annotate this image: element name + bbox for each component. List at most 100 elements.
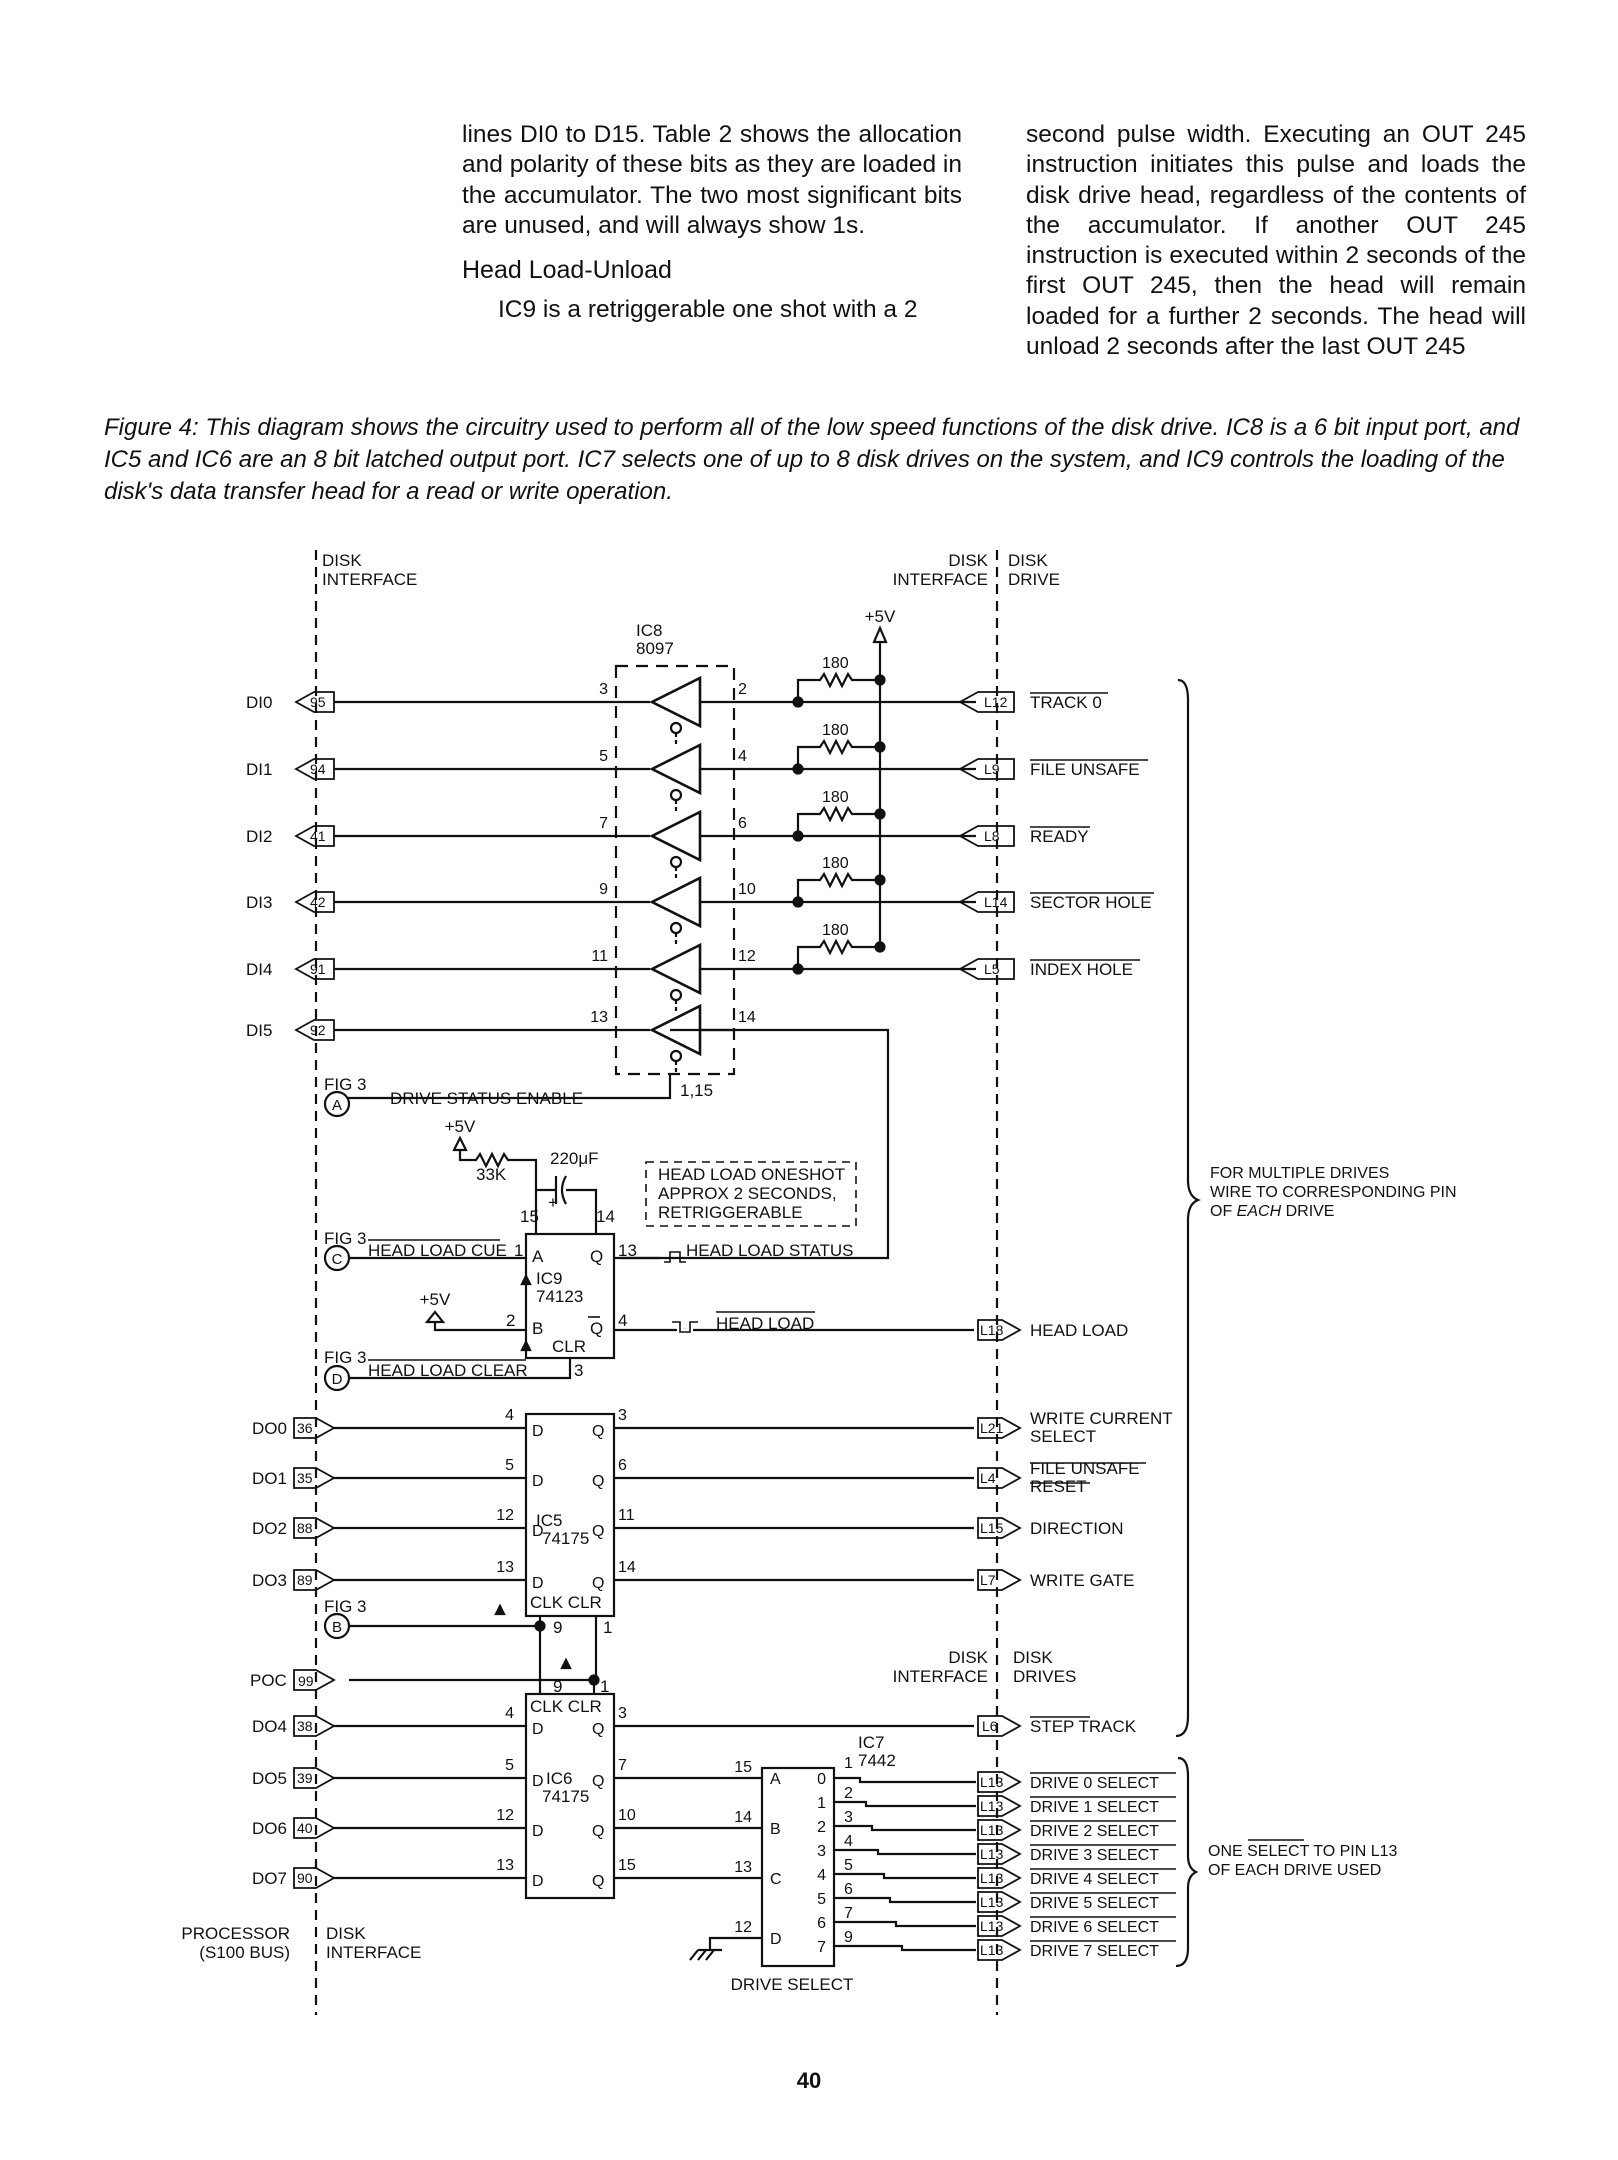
latch-d: D — [532, 1823, 544, 1840]
drive-pin: L12 — [984, 694, 1008, 710]
drive-connector — [958, 758, 1015, 780]
signal-wire — [834, 1872, 976, 1880]
drive-pin: L13 — [980, 1870, 1004, 1886]
pin-number: 4 — [738, 748, 747, 765]
latch-d: D — [532, 1523, 544, 1540]
pin-number: 4 — [505, 1407, 514, 1424]
pin-number: 3 — [844, 1809, 853, 1826]
drive-pin: L14 — [984, 894, 1008, 910]
ic7-part: 7442 — [858, 1751, 896, 1770]
junction-dot — [874, 808, 886, 820]
output-label: DO1 — [252, 1469, 287, 1488]
brace-note: WIRE TO CORRESPONDING PIN — [1210, 1184, 1457, 1201]
pin-number: 3 — [599, 681, 608, 698]
arrow-icon — [494, 1603, 506, 1616]
edge-connector — [293, 1569, 336, 1591]
svg-text:99: 99 — [298, 1673, 314, 1689]
pin-number: 9 — [553, 1618, 562, 1637]
drive-pin: L13 — [980, 1942, 1004, 1958]
ic8-enable-pins: 1,15 — [680, 1081, 713, 1100]
resistor-value: 180 — [822, 655, 849, 672]
pullup-resistor — [796, 671, 880, 702]
boundary-label: INTERFACE — [893, 570, 988, 589]
connector-pin: 36 — [297, 1420, 313, 1436]
boundary-label: PROCESSOR — [181, 1924, 290, 1943]
pin-number: 6 — [618, 1457, 627, 1474]
drive-signal: DRIVE 7 SELECT — [1030, 1943, 1159, 1960]
arrow-icon — [560, 1657, 572, 1670]
input-label: DI0 — [246, 693, 272, 712]
buffer-gate — [649, 942, 702, 996]
pin-number: 13 — [496, 1559, 514, 1576]
drive-signal: FILE UNSAFE — [1030, 1459, 1140, 1478]
pin-number: 3 — [574, 1361, 583, 1380]
buffer-gate — [649, 675, 702, 729]
signal-wire — [834, 1824, 976, 1832]
supply-arrow-icon — [872, 625, 888, 644]
svg-text:B: B — [332, 1619, 342, 1636]
drive-pin: L13 — [980, 1846, 1004, 1862]
connector-pin: 95 — [310, 694, 326, 710]
pin-number: 5 — [505, 1457, 514, 1474]
b-input-wire — [433, 1322, 526, 1332]
pin-number: 11 — [618, 1507, 635, 1524]
pullup-resistor — [796, 938, 880, 969]
ic7-input: 13C — [614, 1859, 782, 1888]
ic9-pin-clr: CLR — [552, 1337, 586, 1356]
ic8-package-outline — [614, 664, 736, 1076]
drive-signal: SELECT — [1030, 1427, 1096, 1446]
pin-number: 13 — [496, 1857, 514, 1874]
ic8-name: IC8 — [636, 621, 662, 640]
input-label: DI4 — [246, 960, 272, 979]
edge-connector — [293, 1715, 336, 1737]
latch-q: Q — [592, 1773, 604, 1790]
signal-wire — [834, 1944, 976, 1952]
ic7-input-name: B — [770, 1821, 781, 1838]
drive-pin: L6 — [982, 1718, 998, 1734]
ic9-pin-qbar: Q — [590, 1319, 603, 1338]
drive-connector — [977, 1843, 1022, 1865]
ic8-part: 8097 — [636, 639, 674, 658]
pin-number: 1 — [844, 1755, 853, 1772]
pin-number: 12 — [496, 1507, 514, 1524]
pin-number: 9 — [599, 881, 608, 898]
ic7-name: IC7 — [858, 1733, 884, 1752]
pin-number: 13 — [618, 1241, 637, 1260]
latch-d: D — [532, 1873, 544, 1890]
poc-input: POC 99 — [250, 1669, 336, 1691]
drive-connector — [977, 1939, 1022, 1961]
ic7-output-number: 6 — [817, 1915, 826, 1932]
latch-q: Q — [592, 1575, 604, 1592]
brace-note: OF EACH DRIVE USED — [1208, 1862, 1381, 1879]
pin-number: 5 — [599, 748, 608, 765]
drive-signal: DIRECTION — [1030, 1519, 1124, 1538]
ic6-chip — [524, 1692, 616, 1900]
oneshot-note: RETRIGGERABLE — [658, 1203, 803, 1222]
boundary-label: DRIVES — [1013, 1667, 1076, 1686]
drive-signal: RESET — [1030, 1477, 1087, 1496]
svg-text:L18: L18 — [980, 1322, 1004, 1338]
drive-signal: DRIVE 2 SELECT — [1030, 1823, 1159, 1840]
signal-wire — [834, 1848, 976, 1856]
drive-signal: DRIVE 1 SELECT — [1030, 1799, 1159, 1816]
pin-number: 12 — [496, 1807, 514, 1824]
pin-number: 2 — [844, 1785, 853, 1802]
drive-signal: SECTOR HOLE — [1030, 893, 1152, 912]
body-paragraph: second pulse width. Executing an OUT 245… — [1026, 121, 1526, 361]
junction-dot — [874, 741, 886, 753]
drive-pin: L13 — [980, 1774, 1004, 1790]
resistor-value: 33K — [476, 1165, 507, 1184]
connector-pin: 39 — [297, 1770, 313, 1786]
drive-connector — [977, 1771, 1022, 1793]
edge-connector — [293, 1817, 336, 1839]
boundary-label: DISK — [1013, 1648, 1053, 1667]
pin-number: 7 — [618, 1757, 627, 1774]
